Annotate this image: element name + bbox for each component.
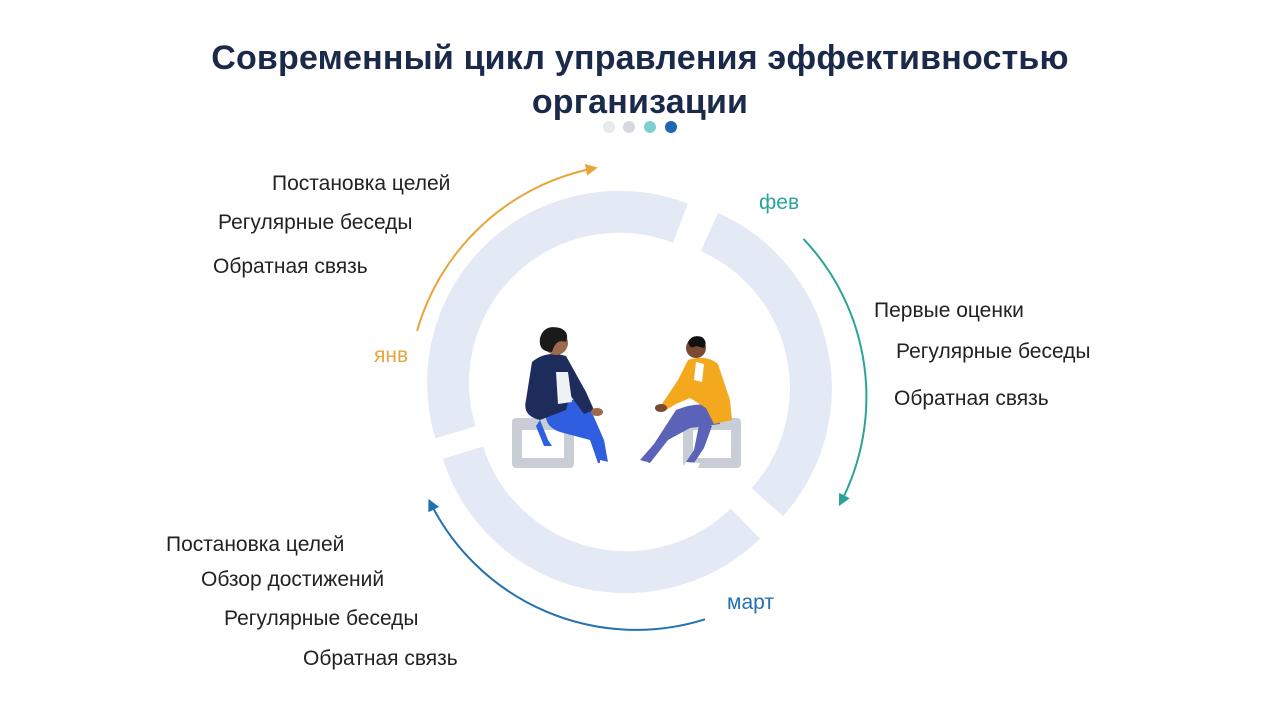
seated-person-yellow-hoodie — [626, 336, 732, 468]
mar-item-2: Обзор достижений — [201, 568, 385, 591]
month-label-mar: март — [727, 591, 774, 614]
cycle-ring — [427, 190, 832, 594]
month-label-feb: фев — [759, 191, 800, 214]
ring-segment-feb — [700, 212, 832, 517]
ring-segment-mar — [442, 446, 761, 594]
mar-item-3: Регулярные беседы — [224, 607, 419, 630]
jan-item-1: Постановка целей — [272, 172, 451, 195]
arrow-jan — [416, 163, 598, 332]
pager-dot-3[interactable] — [644, 121, 656, 133]
pager-dot-1[interactable] — [603, 121, 615, 133]
pager-dot-2[interactable] — [623, 121, 635, 133]
jan-item-2: Регулярные беседы — [218, 211, 413, 234]
month-label-jan: янв — [374, 344, 409, 367]
seated-person-dark-jacket — [525, 327, 622, 470]
ring-segment-jan — [427, 190, 688, 439]
mar-item-4: Обратная связь — [303, 647, 458, 670]
title-line-1: Современный цикл управления эффективност… — [211, 39, 1069, 77]
feb-item-3: Обратная связь — [894, 387, 1049, 410]
pager-dot-4[interactable] — [665, 121, 677, 133]
jan-item-3: Обратная связь — [213, 255, 368, 278]
arrow-mar — [428, 498, 706, 631]
arrow-feb — [802, 238, 868, 507]
title-line-2: организации — [531, 83, 749, 121]
page-title: Современный цикл управления эффективност… — [0, 36, 1280, 124]
illustration-two-people — [512, 327, 741, 470]
feb-item-2: Регулярные беседы — [896, 340, 1091, 363]
feb-item-1: Первые оценки — [874, 299, 1024, 322]
mar-item-1: Постановка целей — [166, 533, 345, 556]
